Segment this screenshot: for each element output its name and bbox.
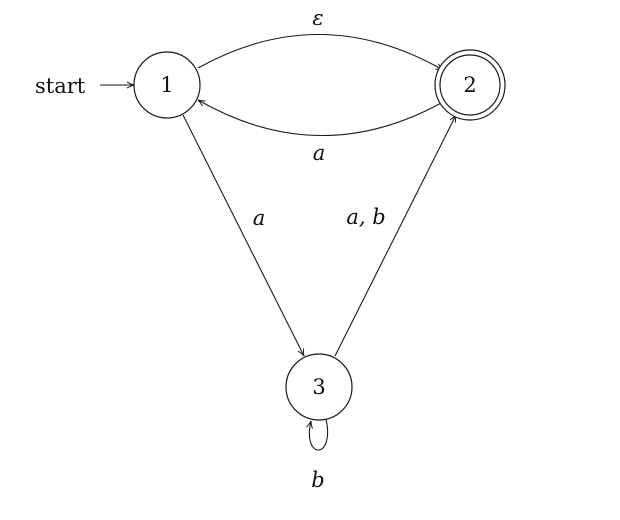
state-3-circle: [285, 353, 353, 421]
start-label: start: [35, 74, 86, 98]
edge-2-to-1: [197, 99, 444, 136]
state-2-label: 2: [463, 73, 476, 97]
edge-label-3-self-loop: b: [311, 468, 324, 492]
edge-label-2-to-1: a: [313, 141, 326, 165]
edge-1-to-3: [182, 114, 305, 357]
state-1-label: 1: [160, 73, 173, 97]
state-1-circle: [133, 51, 201, 119]
edge-3-self-loop: [306, 418, 329, 451]
edge-label-1-to-2: ε: [312, 6, 323, 30]
state-3: 3: [285, 353, 353, 421]
edge-1-to-2: [197, 34, 444, 71]
state-2-inner-circle: [439, 54, 501, 116]
state-1: 1: [133, 51, 201, 119]
state-3-label: 3: [312, 375, 325, 399]
edge-label-1-to-3: a: [253, 206, 266, 230]
edge-label-3-to-2: a, b: [346, 205, 385, 229]
edge-3-to-2: [334, 114, 457, 357]
state-2: 2: [434, 49, 506, 121]
